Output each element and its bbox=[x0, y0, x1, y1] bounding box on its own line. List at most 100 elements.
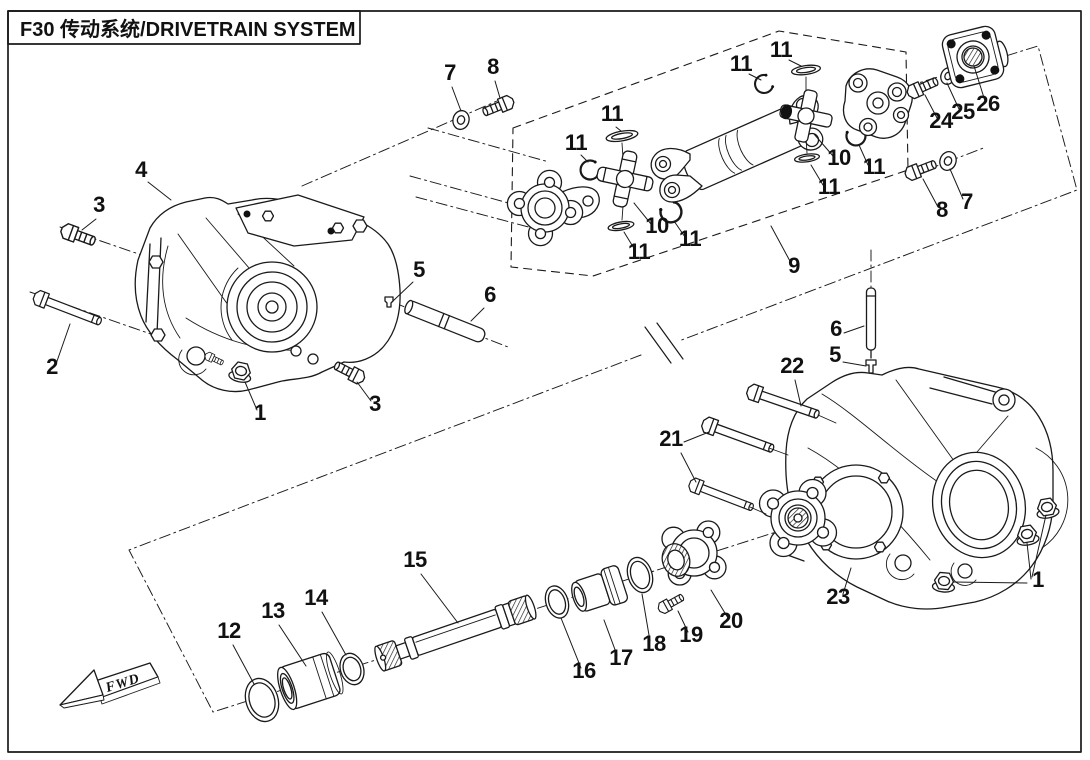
bolt-8-right bbox=[902, 156, 939, 183]
callout-leader bbox=[673, 220, 686, 238]
callout-15: 15 bbox=[403, 547, 427, 572]
callout-leader bbox=[770, 225, 792, 264]
callout-11: 11 bbox=[628, 239, 651, 264]
centerline-break-mark bbox=[644, 322, 684, 364]
callout-leader bbox=[680, 452, 697, 483]
callout-2: 2 bbox=[46, 354, 58, 379]
propshaft-detail-box bbox=[510, 30, 909, 277]
callout-6: 6 bbox=[830, 316, 842, 341]
bolt-8-left bbox=[480, 93, 517, 120]
callout-21: 21 bbox=[659, 426, 683, 451]
callout-8: 8 bbox=[936, 197, 948, 222]
callout-leader bbox=[580, 154, 589, 163]
callout-leader bbox=[603, 619, 618, 656]
callout-leader bbox=[952, 581, 1028, 584]
callout-13: 13 bbox=[261, 598, 285, 623]
callout-leader bbox=[623, 231, 636, 251]
callout-10: 10 bbox=[645, 213, 669, 238]
title-box bbox=[7, 10, 361, 45]
callout-10: 10 bbox=[827, 145, 851, 170]
page-title: F30 传动系统/DRIVETRAIN SYSTEM bbox=[20, 17, 356, 41]
ujoint-cross-10-front bbox=[596, 150, 654, 208]
propshaft-rear-yoke bbox=[842, 68, 913, 139]
bolt-21 bbox=[686, 476, 757, 516]
callout-leader bbox=[244, 381, 258, 411]
rear-output-bore bbox=[931, 451, 1027, 559]
callout-leader bbox=[1031, 514, 1047, 578]
ring-18 bbox=[626, 556, 654, 594]
callout-11: 11 bbox=[863, 154, 886, 179]
callout-6: 6 bbox=[484, 282, 496, 307]
callout-3: 3 bbox=[369, 391, 381, 416]
circlip-11 bbox=[577, 158, 601, 183]
drawing-border bbox=[7, 10, 1082, 753]
fwd-direction-arrow: FWD bbox=[59, 662, 161, 709]
flange-26 bbox=[941, 25, 1009, 89]
callout-leader bbox=[843, 325, 865, 334]
bolt-24 bbox=[904, 73, 941, 101]
callout-19: 19 bbox=[679, 622, 703, 647]
callout-9: 9 bbox=[788, 253, 800, 278]
callout-leader bbox=[560, 617, 582, 669]
callout-leader bbox=[278, 624, 307, 667]
breather-fitting-5 bbox=[384, 296, 394, 308]
callout-11: 11 bbox=[679, 226, 702, 251]
oring-14 bbox=[339, 652, 365, 686]
rear-breather bbox=[865, 287, 877, 374]
callout-leader bbox=[810, 164, 824, 186]
callout-leader bbox=[677, 610, 689, 633]
callout-leader bbox=[321, 611, 347, 656]
washer-7-left bbox=[450, 108, 472, 132]
callout-leader bbox=[147, 181, 172, 201]
callout-22: 22 bbox=[780, 353, 804, 378]
propshaft-front-flange-yoke bbox=[506, 169, 600, 247]
callout-11: 11 bbox=[565, 130, 588, 155]
callout-leader bbox=[788, 59, 802, 67]
callout-7: 7 bbox=[961, 189, 973, 214]
callout-7: 7 bbox=[444, 60, 456, 85]
rear-gearbox bbox=[758, 366, 1069, 610]
callout-leader bbox=[55, 323, 71, 365]
front-gearbox bbox=[134, 194, 401, 393]
callout-leader bbox=[842, 361, 867, 367]
callout-leader bbox=[794, 379, 802, 407]
callout-leader bbox=[470, 307, 485, 322]
callout-leader bbox=[232, 644, 255, 685]
breather-fitting-5-rear bbox=[865, 359, 877, 374]
washer-7-right bbox=[936, 148, 960, 174]
callout-leader bbox=[1026, 542, 1032, 580]
callout-16: 16 bbox=[572, 658, 596, 683]
callout-8: 8 bbox=[487, 54, 499, 79]
callout-5: 5 bbox=[413, 257, 425, 282]
callout-18: 18 bbox=[642, 631, 666, 656]
callout-24: 24 bbox=[929, 108, 954, 133]
sleeve-13 bbox=[277, 651, 344, 711]
callout-leaders bbox=[55, 59, 1047, 685]
sleeve-17 bbox=[571, 565, 629, 612]
breather-tube-6 bbox=[404, 299, 486, 343]
ring-12 bbox=[244, 677, 280, 723]
callout-11: 11 bbox=[730, 51, 753, 76]
callout-17: 17 bbox=[609, 645, 633, 670]
callout-11: 11 bbox=[818, 174, 841, 199]
callout-leader bbox=[748, 73, 762, 81]
callout-leader bbox=[633, 202, 652, 225]
bolt-3-top bbox=[58, 221, 99, 250]
callout-3: 3 bbox=[93, 192, 105, 217]
callout-leader bbox=[615, 126, 622, 132]
splined-boss bbox=[661, 543, 691, 577]
callout-11: 11 bbox=[601, 101, 624, 126]
callout-leader bbox=[392, 281, 414, 302]
callout-4: 4 bbox=[135, 157, 148, 182]
callout-1: 1 bbox=[254, 400, 266, 425]
callout-1: 1 bbox=[1032, 567, 1044, 592]
callout-leader bbox=[710, 589, 729, 619]
circlip-11 bbox=[750, 71, 777, 98]
callout-11: 11 bbox=[770, 37, 793, 62]
callout-leader bbox=[946, 82, 960, 110]
propshaft-assembly bbox=[506, 64, 913, 247]
bolt-2 bbox=[30, 288, 105, 330]
callout-26: 26 bbox=[976, 91, 1000, 116]
